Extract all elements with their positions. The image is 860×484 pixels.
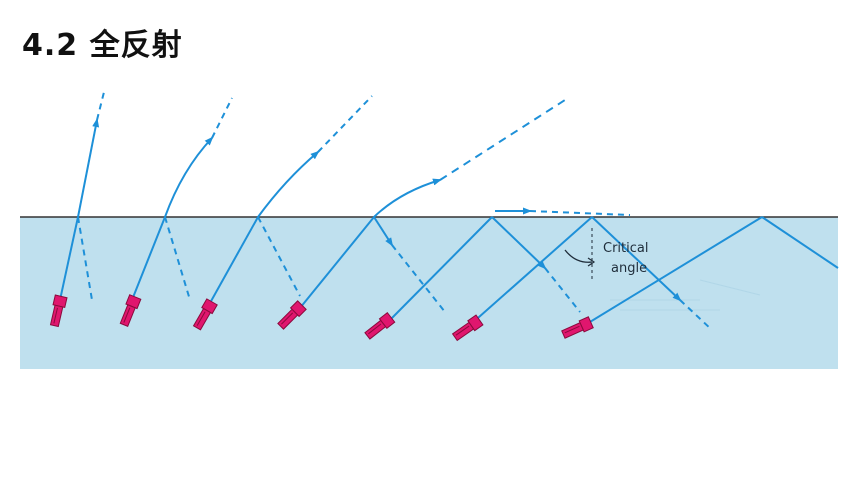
beam-1-refracted-extension [96, 91, 105, 121]
beam-5-grazing-extension [529, 210, 631, 216]
beam-5-reflected-extension [544, 267, 581, 313]
critical-angle-arrowhead [587, 257, 596, 267]
beam-5-reflected [491, 216, 547, 270]
beam-2-reflected [164, 216, 191, 301]
critical-angle-label-line1: Critical [603, 241, 648, 256]
beam-3-refracted [257, 150, 320, 218]
beam-6-incident [469, 216, 593, 326]
beam-7-incident [584, 216, 763, 326]
flashlight-7 [561, 316, 594, 339]
beam-1-refracted [77, 118, 100, 218]
beam-4-refracted [373, 178, 442, 218]
flashlight-3 [192, 298, 218, 331]
beam-2-refracted-extension [211, 97, 233, 139]
beam-6-reflected-extension [679, 299, 713, 331]
beam-7-reflected [761, 216, 839, 269]
flashlight-4 [277, 300, 307, 330]
beam-2-incident [131, 216, 166, 301]
critical-angle-label-line2: angle [611, 261, 647, 276]
flashlight-1 [49, 294, 68, 328]
flashlight-6 [451, 314, 484, 342]
beam-3-refracted-extension [317, 95, 373, 153]
beam-4-reflected-extension [391, 244, 446, 313]
beam-3-incident [209, 216, 259, 304]
flashlight-2 [119, 294, 142, 327]
beam-4-incident [299, 216, 375, 309]
flashlight-5 [364, 311, 396, 340]
critical-angle-annotation: Critical angle [564, 228, 648, 282]
beam-2-refracted [164, 136, 214, 218]
slide-title: 4.2 全反射 [22, 28, 183, 63]
beam-5-incident [387, 216, 493, 323]
beam-3-reflected [257, 216, 301, 297]
beam-1-incident [59, 216, 79, 301]
critical-angle-arc [564, 249, 593, 263]
beam-1-reflected [77, 216, 93, 301]
beam-6-reflected [591, 216, 682, 302]
beam-4-reflected [373, 216, 394, 247]
beam-4-refracted-extension [439, 99, 566, 181]
